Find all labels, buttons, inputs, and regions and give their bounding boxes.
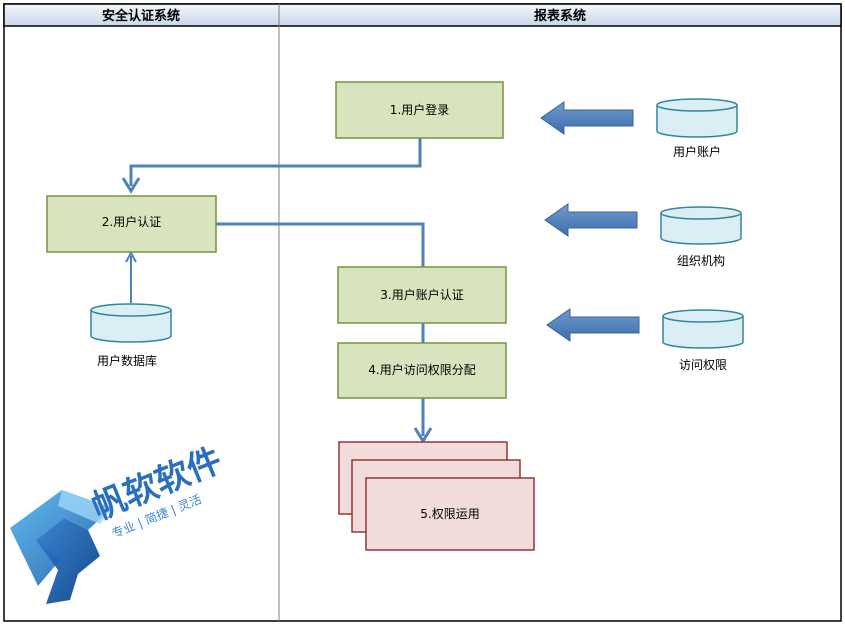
step-permission-use-label: 5.权限运用: [420, 507, 479, 521]
permission-use-stack-front: [365, 477, 535, 551]
db-user-db-label: 用户数据库: [97, 353, 157, 368]
logo-mark-highlight: [58, 490, 112, 524]
db-access-rights-label: 访问权限: [679, 358, 727, 372]
step-auth-box: [46, 195, 217, 253]
lane-header-right: 报表系统: [534, 8, 586, 24]
connector-auth-to-account: [216, 222, 425, 267]
logo-mark-front: [36, 518, 100, 604]
connector-login-to-auth: [129, 138, 422, 186]
block-arrow-organization: [544, 203, 638, 237]
block-arrow-access-rights: [546, 308, 640, 342]
swimlane-header-bar: [3, 3, 842, 27]
block-arrow-user-account: [540, 101, 634, 135]
lane-header-left: 安全认证系统: [102, 8, 180, 24]
db-access-rights: [662, 309, 744, 349]
step-account-auth-box: [337, 266, 507, 324]
step-auth-label: 2.用户认证: [102, 214, 161, 229]
db-user-account-label: 用户账户: [673, 144, 721, 159]
step-login-label: 1.用户登录: [390, 102, 449, 117]
arrowhead-into-auth: [121, 177, 141, 194]
db-organization: [660, 206, 742, 245]
step-permission-assign-box: [337, 342, 507, 399]
step-login-box: [335, 81, 504, 139]
db-user-db: [90, 303, 172, 343]
step-account-auth-label: 3.用户账户认证: [380, 287, 463, 302]
step-permission-assign-label: 4.用户访问权限分配: [368, 362, 475, 377]
db-user-account: [656, 98, 738, 138]
arrowhead-into-auth-from-db: [125, 250, 137, 263]
db-organization-label: 组织机构: [677, 253, 725, 268]
arrowhead-into-use: [413, 427, 433, 444]
